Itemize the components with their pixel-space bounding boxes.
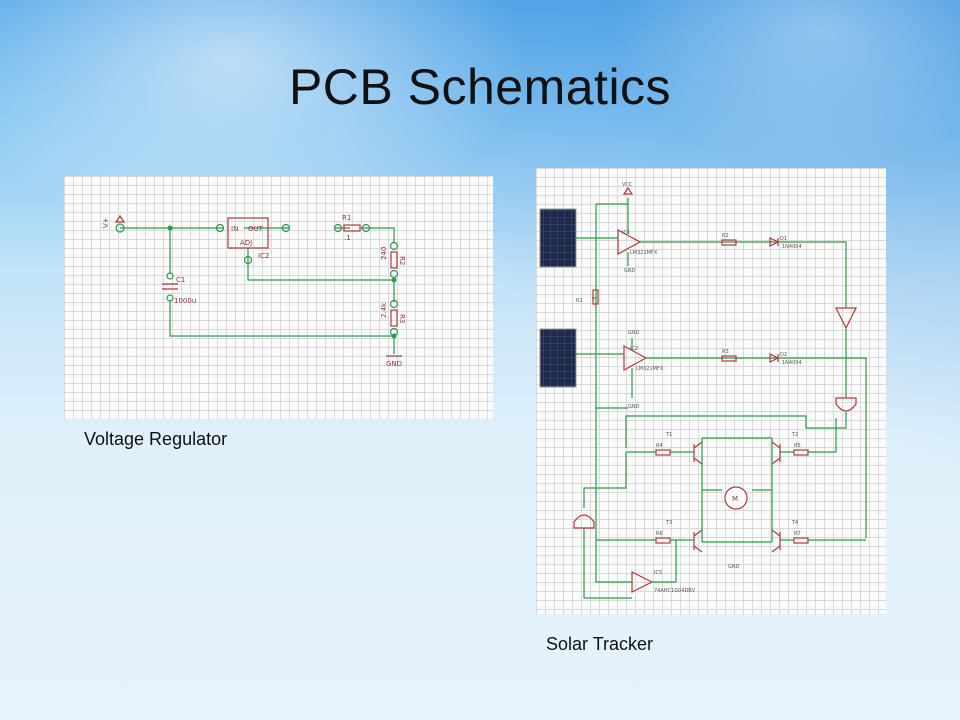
d1-label: D1 <box>780 236 787 242</box>
gnd-label: GND <box>386 360 402 368</box>
resistor-r3 <box>390 309 398 327</box>
resistor-r6 <box>655 537 671 544</box>
d1-part: 1N4004 <box>782 244 802 250</box>
vcc-label: VCC <box>622 182 633 188</box>
c1-value: 1000u <box>174 297 196 305</box>
ic2-gnd: GND <box>628 404 640 410</box>
solar-tracker-drawing: VCC IC1 LM321MFX GND R2 D1 1N4004 R1 IC2… <box>539 182 867 599</box>
r6-label: R6 <box>656 531 663 537</box>
ic1-gnd: GND <box>624 268 636 274</box>
t3-label: T3 <box>665 520 672 526</box>
reg-ref-label: IC2 <box>258 252 269 260</box>
vcc-arrow-icon <box>622 186 634 195</box>
bridge-gnd: GND <box>728 564 740 570</box>
resistor-r4 <box>655 449 671 456</box>
resistor-r1 <box>343 224 361 232</box>
solar-panel-2 <box>539 328 577 388</box>
transistor-t4 <box>771 529 781 553</box>
t1-label: T1 <box>665 432 672 438</box>
reg-in-label: IN <box>231 225 238 233</box>
r3-label: R3 <box>398 314 406 323</box>
resistor-r1 <box>592 289 599 305</box>
r1-label: R1 <box>342 214 351 222</box>
opamp-ic2 <box>623 344 648 372</box>
r1-label: R1 <box>576 298 583 304</box>
ic5-label: IC5 <box>654 570 662 576</box>
solar-panel-1 <box>539 208 577 268</box>
transistor-t3 <box>693 529 703 553</box>
vin-arrow-icon <box>114 214 126 223</box>
d2-label: D2 <box>780 352 787 358</box>
and-gate-ic3 <box>835 397 857 412</box>
r4-label: R4 <box>656 443 663 449</box>
vin-pin <box>115 223 125 233</box>
diode-d2 <box>769 353 780 363</box>
vin-label: V+ <box>102 217 110 228</box>
ic2-label: IC2 <box>630 346 638 352</box>
ic2-gnd-top: GND <box>628 330 640 336</box>
capacitor-c1 <box>162 283 178 290</box>
reg-adj-label: ADJ <box>240 239 252 247</box>
and-gate-ic3a <box>573 514 595 529</box>
ic1-part: LM321MFX <box>630 250 658 256</box>
slide-title: PCB Schematics <box>288 59 672 115</box>
c1-label: C1 <box>176 276 185 284</box>
opamp-ic1 <box>617 228 642 256</box>
r2-value: 240 <box>380 247 388 260</box>
ic2-part: LM321MFX <box>636 366 664 372</box>
motor-label: M <box>732 495 738 503</box>
r1-value: .1 <box>344 234 351 242</box>
voltage-regulator-drawing: V+ C1 1000u IN OUT ADJ IC2 R1 .1 240 R2 <box>102 214 406 368</box>
ic5-part: 74AHC1G04DBV <box>654 588 696 594</box>
solar-tracker-schematic: VCC IC1 LM321MFX GND R2 D1 1N4004 R1 IC2… <box>536 168 886 614</box>
r7-label: R7 <box>794 531 801 537</box>
transistor-t2 <box>771 441 781 465</box>
d2-part: 1N4004 <box>782 360 802 366</box>
solar-tracker-caption: Solar Tracker <box>546 634 654 654</box>
voltage-regulator-schematic: V+ C1 1000u IN OUT ADJ IC2 R1 .1 240 R2 <box>64 176 493 419</box>
r2-label: R2 <box>398 256 406 265</box>
resistor-r5 <box>793 449 809 456</box>
resistor-r2 <box>721 239 737 246</box>
resistor-r2 <box>390 251 398 269</box>
r3-value: 2.4k <box>380 302 388 318</box>
t2-label: T2 <box>791 432 798 438</box>
resistor-r7 <box>793 537 809 544</box>
resistor-r3 <box>721 355 737 362</box>
ic1-label: IC1 <box>622 230 630 236</box>
r2-label: R2 <box>722 233 729 239</box>
voltage-regulator-caption: Voltage Regulator <box>84 429 228 449</box>
t4-label: T4 <box>791 520 798 526</box>
diode-d1 <box>769 237 780 247</box>
transistor-t1 <box>693 441 703 465</box>
r5-label: R5 <box>794 443 801 449</box>
motor-m <box>724 486 748 510</box>
reg-out-label: OUT <box>248 225 264 233</box>
inverter-ic5 <box>631 571 654 593</box>
inverter-ic4 <box>835 307 857 330</box>
r3-label: R3 <box>722 349 729 355</box>
